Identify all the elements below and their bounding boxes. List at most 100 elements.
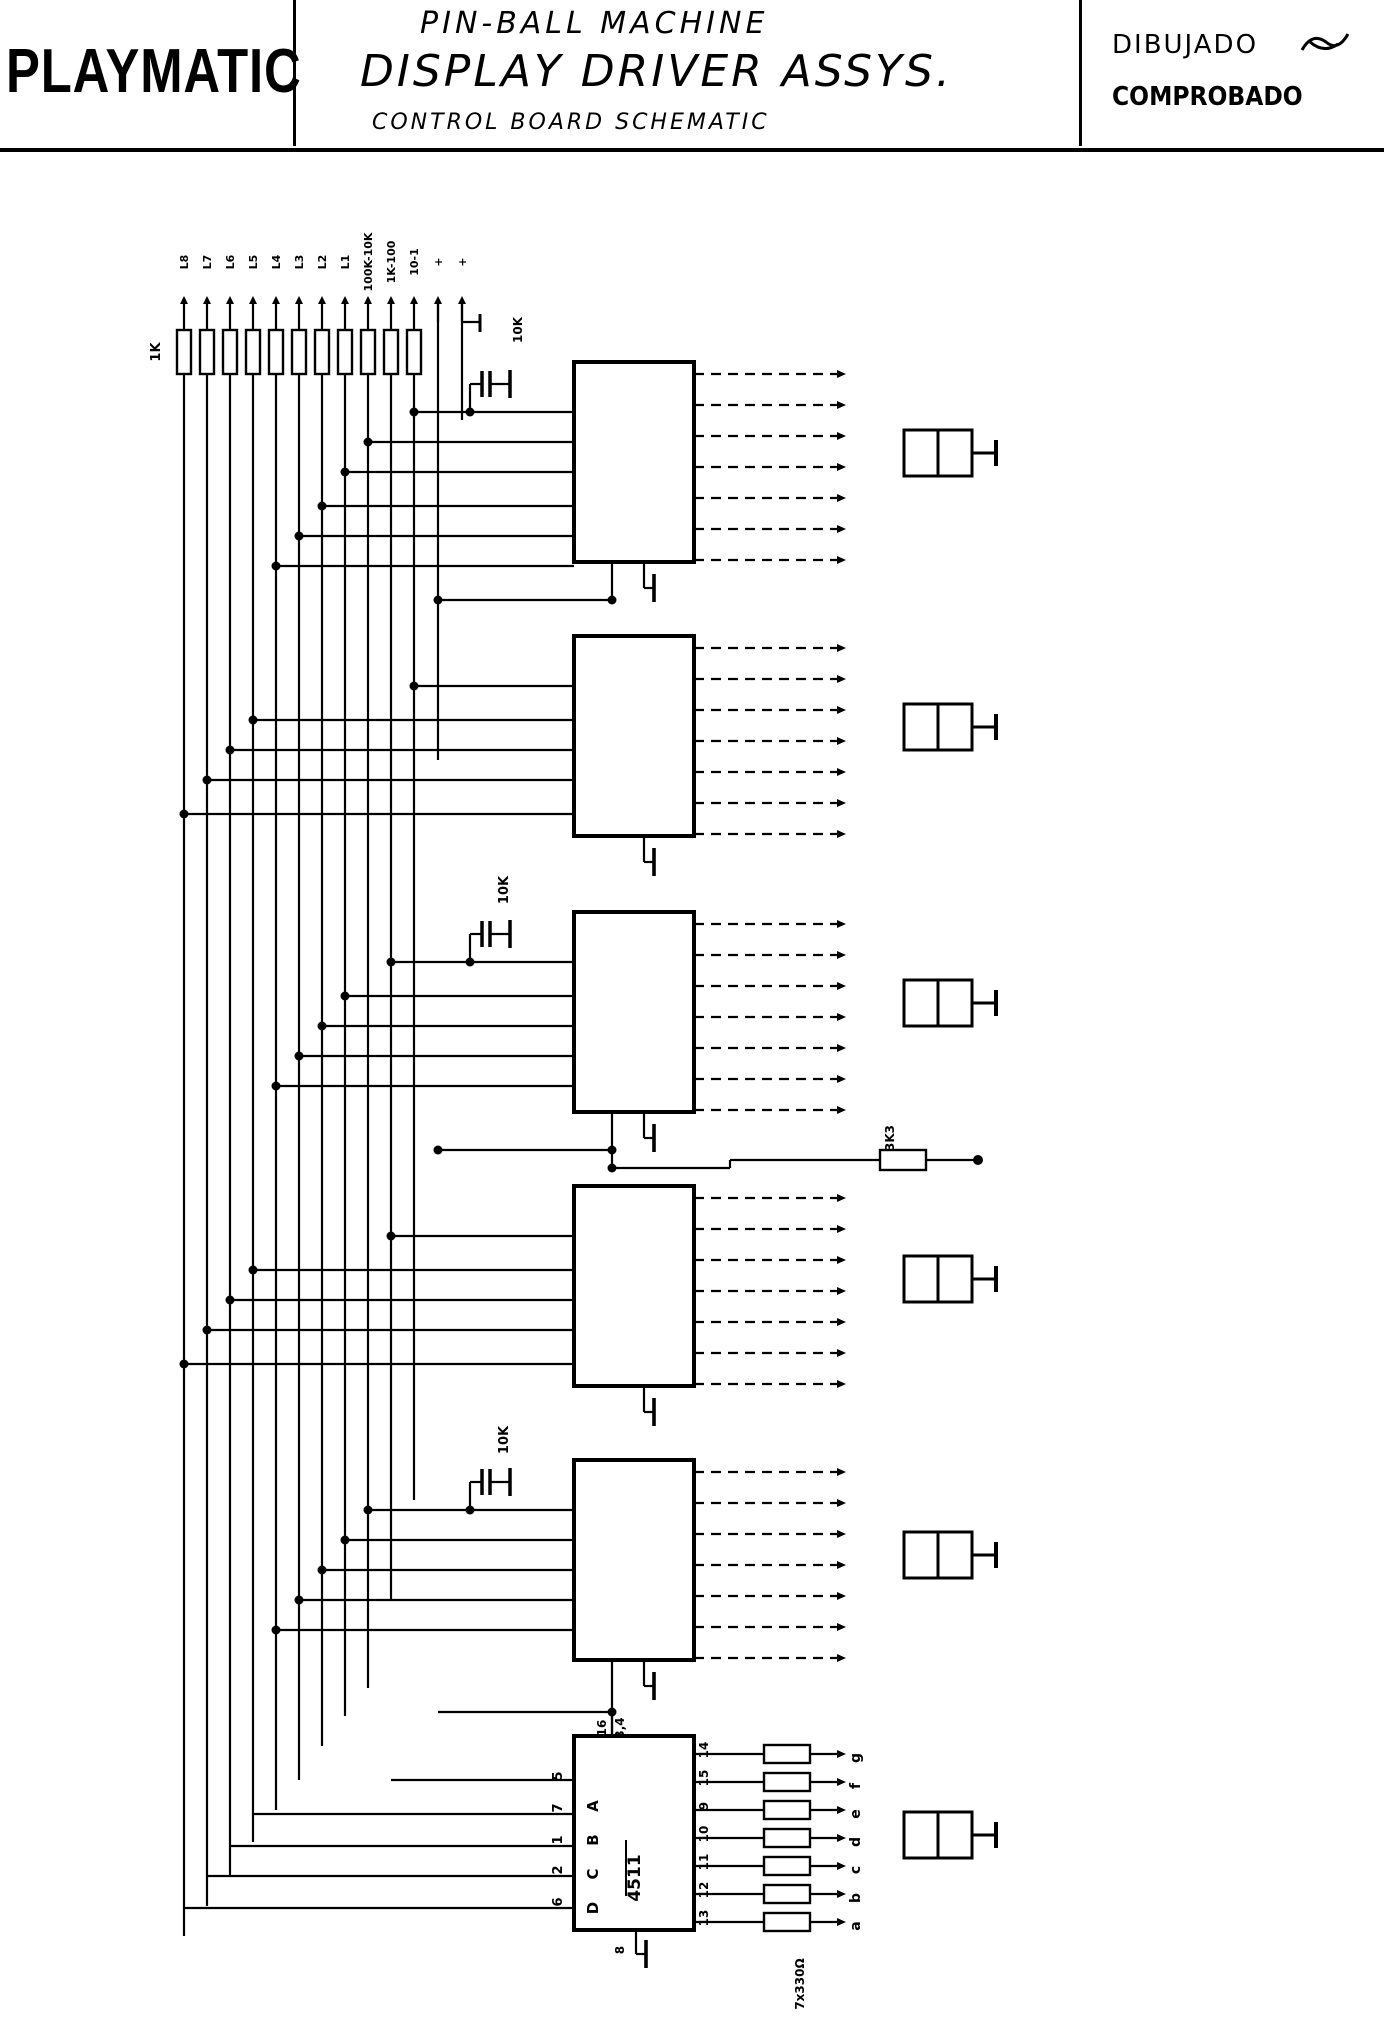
decoder-input-label: D	[584, 1902, 602, 1914]
arrow-head	[837, 1834, 846, 1842]
segment-label: g	[848, 1753, 864, 1763]
junction-dot	[409, 681, 419, 691]
title-line-2: DISPLAY DRIVER ASSYS.	[360, 46, 953, 97]
arrow-head	[837, 1318, 846, 1326]
junction-dot	[202, 1325, 212, 1335]
decoder-pin-number: 7	[551, 1803, 566, 1812]
title-line-3: CONTROL BOARD SCHEMATIC	[372, 110, 770, 135]
digit-display	[936, 1254, 974, 1304]
arrow-head	[837, 644, 846, 652]
bus-label: L6	[224, 254, 237, 269]
bus-resistor	[175, 328, 193, 376]
segment-resistor-label: 7x330Ω	[793, 1958, 807, 2009]
arrow-head	[837, 1778, 846, 1786]
decoder-pin-number: 16	[595, 1720, 609, 1737]
pullup-terminal	[973, 1155, 983, 1165]
company-logo-text: PLAYMATIC	[6, 37, 302, 106]
arrow-head	[837, 1256, 846, 1264]
arrow-head	[837, 1592, 846, 1600]
digit-display	[936, 978, 974, 1028]
junction-dot	[225, 745, 235, 755]
bus-resistor	[198, 328, 216, 376]
decoder-input-label: A	[584, 1800, 602, 1812]
arrow-head	[203, 296, 211, 304]
bus-resistor	[313, 328, 331, 376]
arrow-head	[837, 1287, 846, 1295]
signature-mark	[1300, 33, 1350, 51]
decoder-pin-number: 1	[551, 1835, 566, 1844]
decoder-pin-number: 12	[697, 1882, 711, 1899]
segment-label: d	[848, 1837, 864, 1847]
segment-label: a	[848, 1921, 864, 1930]
arrow-head	[837, 463, 846, 471]
title-block: PLAYMATIC PIN-BALL MACHINE DISPLAY DRIVE…	[0, 0, 1384, 152]
junction-dot	[202, 775, 212, 785]
wires	[179, 296, 978, 1968]
decoder-input-label: C	[584, 1868, 602, 1879]
bus-label: 1K-100	[385, 240, 398, 283]
decoder-pin-number: 8	[613, 1946, 627, 1954]
bus-label: +	[456, 257, 469, 266]
decoder-pin-number: 13	[697, 1910, 711, 1927]
junction-dot	[340, 991, 350, 1001]
segment-label: b	[848, 1893, 864, 1903]
arrow-head	[837, 799, 846, 807]
driver-ic	[572, 360, 696, 564]
arrow-head	[837, 1075, 846, 1083]
digit-display	[936, 1810, 974, 1860]
arrow-head	[837, 1890, 846, 1898]
junction-dot	[363, 437, 373, 447]
bus-resistor	[221, 328, 239, 376]
bus-label: L2	[316, 255, 329, 270]
capacitor-label: 10K	[497, 875, 512, 904]
driver-ic	[572, 634, 696, 838]
arrow-head	[837, 494, 846, 502]
arrow-head	[341, 296, 349, 304]
junction-dot	[386, 957, 396, 967]
junction-dot	[317, 1021, 327, 1031]
driver-ic	[572, 1184, 696, 1388]
driver-ic	[572, 1458, 696, 1662]
bus-resistor	[336, 328, 354, 376]
bus-label: 10-1	[408, 248, 421, 276]
junction-dot	[363, 1505, 373, 1515]
decoder-pin-number: 6	[551, 1897, 566, 1906]
arrow-head	[837, 1499, 846, 1507]
bus-label: L1	[339, 255, 352, 270]
junction-dot	[433, 595, 443, 605]
junction-dot	[294, 1051, 304, 1061]
arrow-head	[837, 1468, 846, 1476]
decoder-ic	[572, 1734, 696, 1932]
arrow-head	[837, 525, 846, 533]
arrow-head	[837, 1806, 846, 1814]
arrow-head	[837, 1349, 846, 1357]
junction-dot	[340, 1535, 350, 1545]
junction-dot	[248, 1265, 258, 1275]
arrow-head	[837, 1862, 846, 1870]
bus-resistor	[405, 328, 423, 376]
digit-display	[936, 428, 974, 478]
segment-label: f	[848, 1782, 864, 1789]
junction-dot	[340, 467, 350, 477]
junction-dot	[271, 1081, 281, 1091]
arrow-head	[837, 370, 846, 378]
arrow-head	[837, 1623, 846, 1631]
arrow-head	[837, 1561, 846, 1569]
segment-resistor	[762, 1911, 812, 1933]
segment-resistor	[762, 1827, 812, 1849]
arrow-head	[410, 296, 418, 304]
digit-display	[902, 702, 940, 752]
arrow-head	[434, 296, 442, 304]
title-block-border	[0, 148, 1384, 152]
arrow-head	[318, 296, 326, 304]
decoder-type-label: 4511	[625, 1854, 645, 1901]
segment-resistor	[762, 1771, 812, 1793]
checked-by-label: COMPROBADO	[1112, 82, 1303, 112]
digit-display	[902, 1810, 940, 1860]
components	[175, 328, 998, 1933]
bus-resistor	[382, 328, 400, 376]
junction-dot	[248, 715, 258, 725]
arrow-head	[272, 296, 280, 304]
junction-dot	[386, 1231, 396, 1241]
